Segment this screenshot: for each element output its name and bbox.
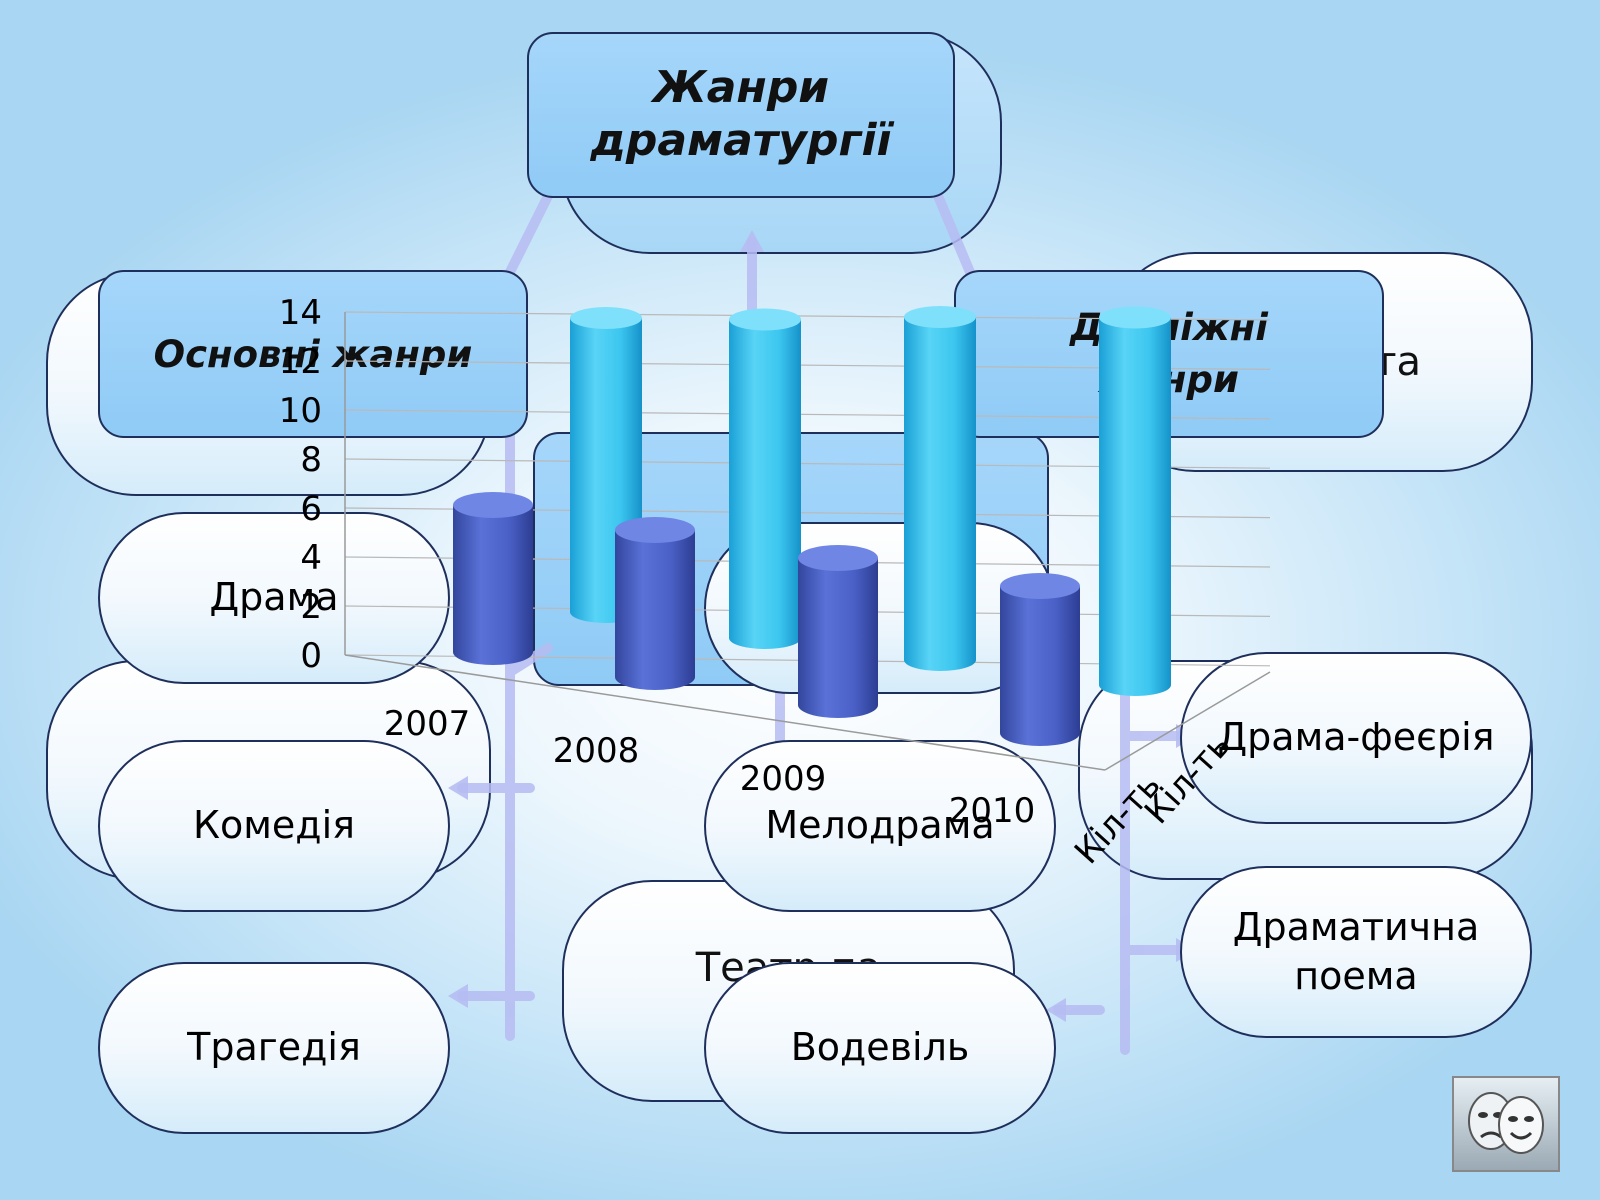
y-tick-label: 4	[300, 538, 322, 578]
main-genres-label: Основні жанри	[153, 332, 473, 376]
title-text: Жанри драматургії	[590, 62, 892, 166]
title-box: Жанри драматургії	[527, 32, 955, 198]
genre-item-dramatic-poem: Драматична поема	[1180, 866, 1532, 1038]
bar-series1-2010	[1000, 573, 1080, 746]
bar-series1-2009	[798, 545, 878, 718]
genre-item-drama-feeria: Драма-феєрія	[1180, 652, 1532, 824]
bar-body	[453, 505, 533, 665]
theatre-masks-icon	[1452, 1076, 1560, 1172]
y-tick-label: 14	[279, 293, 322, 333]
y-tick-label: 8	[300, 440, 322, 480]
genre-item-vaudeville: Водевіль	[704, 962, 1056, 1134]
depth-axis-line	[1104, 671, 1271, 771]
genre-item-melodrama: Мелодрама	[704, 740, 1056, 912]
bar-top	[1099, 306, 1171, 329]
bar-top	[1000, 573, 1080, 599]
bar-top	[904, 306, 976, 328]
bar-series2-2010	[1099, 306, 1171, 696]
bar-series1-2008	[615, 517, 695, 690]
genre-item-label: Драматична поема	[1232, 904, 1480, 998]
genre-item-label: Мелодрама	[765, 803, 995, 848]
bar-body	[1000, 586, 1080, 746]
bar-top	[798, 545, 878, 571]
bar-series2-2009	[904, 306, 976, 671]
genre-item-tragedy: Трагедія	[98, 962, 450, 1134]
y-tick-label: 6	[300, 489, 322, 529]
bar-body	[615, 530, 695, 690]
bar-top	[570, 307, 642, 329]
x-tick-label: 2008	[553, 731, 640, 771]
x-tick-label: 2010	[949, 791, 1036, 831]
bar-top	[453, 492, 533, 518]
x-axis-line	[344, 654, 1106, 771]
bar-series1-2007	[453, 492, 533, 665]
bar-top	[729, 308, 801, 331]
y-tick-label: 0	[300, 636, 322, 676]
main-genres-box: Основні жанри	[98, 270, 528, 438]
y-tick-label: 12	[279, 342, 322, 382]
bar-body	[798, 558, 878, 718]
y-tick-label: 2	[300, 587, 322, 627]
bar-body	[904, 317, 976, 671]
bar-body	[1099, 317, 1171, 696]
genre-item-label: Трагедія	[187, 1025, 361, 1070]
genre-item-comedy: Комедія	[98, 740, 450, 912]
bar-body	[729, 319, 801, 649]
x-tick-label: 2009	[740, 759, 827, 799]
chart-bars	[453, 306, 1171, 746]
x-tick-label: 2007	[384, 704, 471, 744]
bar-series2-2008	[729, 308, 801, 649]
genre-item-label: Водевіль	[790, 1025, 970, 1070]
y-tick-label: 10	[279, 391, 322, 431]
genre-item-label: Драма-феєрія	[1217, 715, 1495, 760]
genre-item-label: Драма	[209, 575, 339, 620]
bar-top	[615, 517, 695, 543]
genre-item-label: Комедія	[193, 803, 355, 848]
